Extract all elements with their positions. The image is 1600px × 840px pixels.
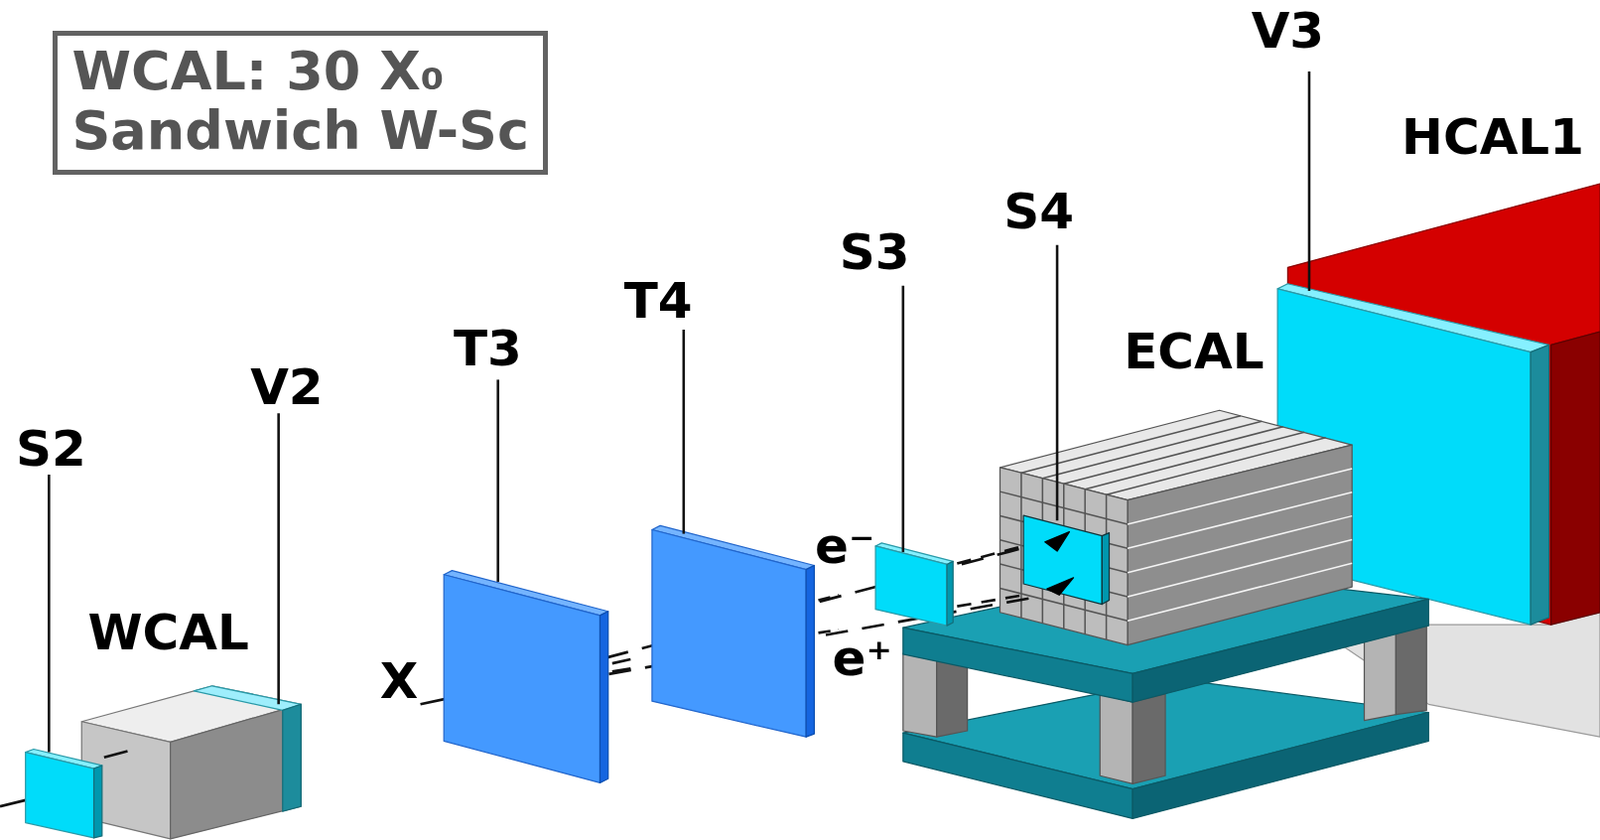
ecal-stripe <box>1127 516 1352 573</box>
s4-front <box>1023 515 1102 604</box>
beam-line <box>104 751 129 758</box>
part-label: X <box>380 656 419 706</box>
ecal-stripe <box>1021 415 1241 474</box>
info-text: WCAL: 30 X₀ <box>71 41 530 102</box>
part-label: V3 <box>1251 5 1326 56</box>
part-label: S2 <box>15 423 87 474</box>
table-bottom-right <box>1132 712 1429 819</box>
part-label: WCAL <box>87 607 249 658</box>
s3-front <box>875 545 947 626</box>
part-label: T3 <box>453 323 523 374</box>
ecal-cell-line <box>1000 491 1129 525</box>
s2-side <box>94 765 103 838</box>
ecal-stripe <box>1127 468 1352 525</box>
hcal-side <box>1551 331 1600 625</box>
part-label: e⁺ <box>832 633 893 683</box>
table-top-front <box>903 627 1133 702</box>
t3-side <box>600 611 609 784</box>
t3-front <box>443 574 600 784</box>
ecal-stripe <box>1064 426 1284 485</box>
arrow-head <box>1047 577 1074 595</box>
t4-side <box>805 564 814 737</box>
info-box: WCAL: 30 X₀Sandwich W-Sc <box>52 30 548 175</box>
ecal-stripe <box>1127 562 1352 621</box>
leader-line <box>1056 245 1060 522</box>
beam-line <box>612 667 632 671</box>
v2-side <box>282 703 302 811</box>
ecal-stripe <box>1127 538 1352 597</box>
leader-line <box>1308 71 1312 291</box>
wcal-side <box>170 703 302 839</box>
ecal-stripe <box>1042 420 1262 479</box>
ecal-stripe <box>1084 431 1305 490</box>
s3-side <box>946 560 953 626</box>
part-label: e⁻ <box>814 521 875 571</box>
part-label: S3 <box>839 227 911 277</box>
part-label: V2 <box>250 362 324 412</box>
s4-side <box>1101 533 1109 605</box>
v2-top <box>193 685 301 711</box>
part-label: T4 <box>624 275 693 326</box>
arrow-head <box>1045 532 1070 552</box>
v3-side <box>1530 344 1550 625</box>
beam-line <box>0 800 26 806</box>
table-leg <box>903 653 937 737</box>
ecal-cell-line <box>1020 472 1023 618</box>
leader-line <box>682 329 686 534</box>
t4-front <box>652 530 806 738</box>
table-leg <box>1099 693 1133 784</box>
beam-line <box>956 545 1024 563</box>
table-bottom-front <box>903 732 1133 818</box>
ecal-stripe <box>1106 437 1327 496</box>
part-label: S4 <box>1003 186 1074 237</box>
part-label: HCAL1 <box>1401 112 1585 162</box>
leader-line <box>276 412 280 704</box>
beam-line <box>612 659 632 664</box>
part-label: ECAL <box>1123 326 1264 377</box>
s2-front <box>25 752 95 838</box>
beam-line <box>956 594 1024 606</box>
leader-line <box>902 285 906 552</box>
table-leg <box>1132 693 1166 784</box>
wcal-front <box>81 721 170 839</box>
info-text: Sandwich W-Sc <box>71 101 530 161</box>
ecal-stripe <box>1127 492 1352 549</box>
ecal-side <box>1127 444 1352 645</box>
leader-line <box>47 474 51 753</box>
leader-line <box>496 379 500 582</box>
beam-line <box>818 594 840 600</box>
